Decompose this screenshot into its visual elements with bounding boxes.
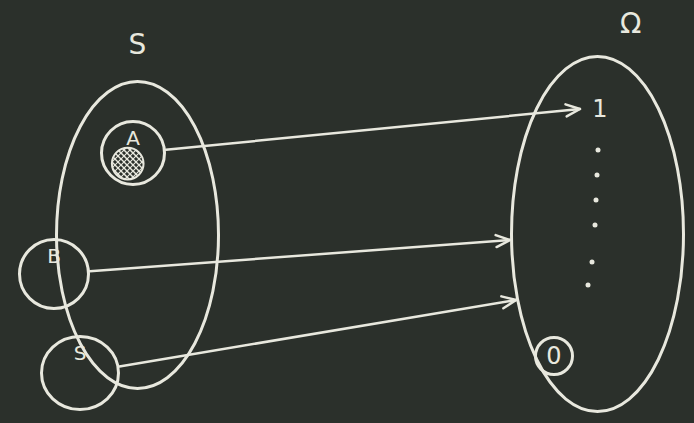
set-label: 0 xyxy=(534,343,574,369)
hatching xyxy=(34,120,292,186)
set-label: S xyxy=(40,342,120,364)
ellipsis-dots xyxy=(586,148,601,288)
mapping-arrow xyxy=(166,104,580,149)
event-circle: A xyxy=(100,120,166,186)
event-circle: S xyxy=(40,335,120,411)
set-label: 1 xyxy=(586,96,614,122)
target-set: Ω10 xyxy=(510,55,685,413)
set-label: S xyxy=(129,30,147,61)
value-label: 1 xyxy=(586,92,614,126)
sample-space-set: SABS xyxy=(55,80,220,390)
mapping-arrow xyxy=(119,296,516,366)
set-label: Ω xyxy=(620,9,641,40)
set-label: B xyxy=(18,245,90,267)
event-circle: B xyxy=(18,238,90,310)
set-label: A xyxy=(100,127,166,149)
mapping-arrow xyxy=(90,235,510,271)
value-label: 0 xyxy=(534,336,574,376)
